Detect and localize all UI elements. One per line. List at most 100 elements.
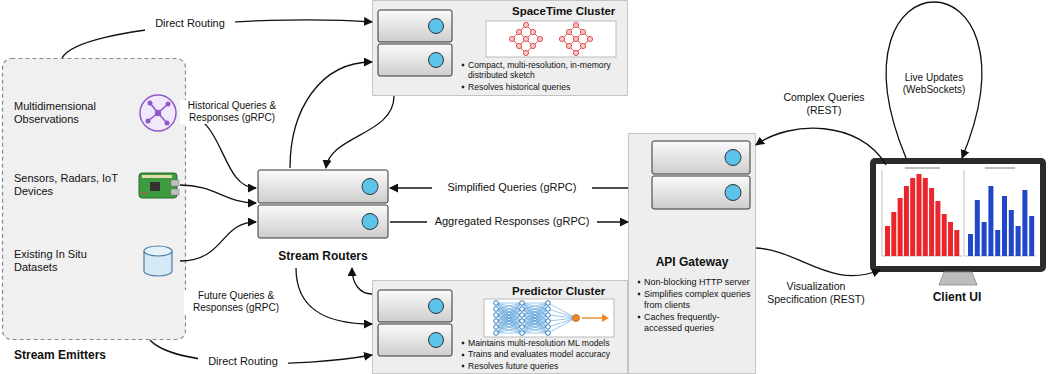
neural-net-icon (496, 327, 522, 333)
neural-net-icon (484, 299, 614, 337)
monitor-icon (891, 212, 896, 256)
bullet-text: Resolves future queries (460, 361, 626, 371)
server-icon (378, 290, 452, 322)
database-icon (144, 246, 172, 256)
neural-net-icon (522, 303, 548, 304)
monitor-icon (1029, 216, 1034, 256)
neural-net-icon (494, 325, 499, 330)
edge-label: Simplified Queries (gRPC) (432, 181, 592, 194)
server-icon (378, 10, 452, 42)
edge-label: Live Updates (WebSockets) (898, 72, 970, 96)
monitor-icon (942, 214, 947, 256)
sketch-graph-icon (486, 21, 616, 57)
emitter-group-outline (3, 59, 186, 340)
connector-arrow (180, 185, 256, 203)
edge-label: Historical Queries & Responses (gRPC) (180, 100, 284, 124)
connector-arrow (180, 222, 256, 261)
neural-net-icon (522, 315, 548, 333)
connector-arrow (886, 2, 981, 158)
monitor-icon (954, 230, 959, 256)
cluster-panel (373, 1, 756, 374)
bullet-text: Compact, multi-resolution, in-memory dis… (460, 60, 626, 81)
neural-net-icon (546, 307, 551, 312)
neural-net-icon (522, 303, 548, 327)
source-item: Multidimensional Observations (8, 88, 180, 138)
sketch-graph-icon (559, 22, 592, 55)
neural-net-icon (522, 309, 548, 333)
node-title: Client UI (866, 290, 1048, 305)
sketch-graph-icon (530, 43, 535, 48)
connector-arrow (756, 248, 880, 276)
sketch-graph-icon (523, 22, 528, 27)
monitor-icon (870, 158, 1046, 272)
neural-net-icon (496, 303, 522, 327)
neural-net-icon (496, 303, 522, 333)
neural-net-icon (496, 309, 522, 333)
network-icon (146, 101, 171, 126)
neural-net-icon (496, 321, 522, 333)
neural-net-icon (496, 303, 522, 315)
sketch-graph-icon (516, 29, 521, 34)
bullet-text: Caches frequently-accessed queries (636, 312, 752, 334)
monitor-icon (904, 186, 909, 256)
node-title: Stream Routers (256, 249, 390, 264)
source-item: Sensors, Radars, IoT Devices (8, 160, 180, 210)
neural-net-icon (546, 325, 551, 330)
neural-net-icon (494, 301, 499, 306)
neural-net-icon (522, 303, 548, 315)
client-monitor: Client UI (866, 155, 1048, 307)
neural-net-icon (496, 303, 522, 315)
edge-label: Visualization Specification (REST) (756, 280, 876, 305)
monitor-icon (885, 174, 1034, 256)
monitor-icon (988, 186, 993, 256)
connector-arrow (296, 268, 372, 324)
server-icon (725, 185, 741, 201)
node-title: Predictor Cluster (512, 284, 626, 298)
neural-net-icon (522, 303, 548, 333)
connector-arrow (352, 268, 372, 294)
monitor-icon (982, 222, 987, 256)
monitor-icon (882, 168, 1036, 256)
neural-net-icon (546, 319, 551, 324)
monitor-icon (975, 200, 980, 256)
monitor-icon (870, 158, 1046, 285)
edge-label: Aggregated Responses (gRPC) (427, 215, 597, 228)
monitor-icon (882, 170, 883, 256)
node-title: Stream Emitters (14, 348, 174, 363)
monitor-icon (1009, 210, 1014, 256)
neural-net-icon (522, 303, 548, 327)
neural-net-icon (548, 318, 576, 333)
neural-net-icon (520, 319, 525, 324)
connector-arrow (326, 96, 394, 168)
source-item: Existing In Situ Datasets (8, 236, 180, 286)
sketch-graph-icon (509, 36, 514, 41)
neural-net-icon (548, 303, 576, 318)
neural-net-icon (522, 333, 548, 334)
neural-net-icon (546, 313, 551, 318)
monitor-icon (876, 164, 1040, 266)
network-icon (148, 103, 168, 123)
monitor-icon (898, 198, 903, 256)
gateway-panel: API GatewayNon-blocking HTTP serverSimpl… (628, 133, 756, 374)
server-icon (429, 333, 444, 348)
neural-net-icon (522, 309, 548, 333)
sketch-graph-icon (509, 22, 542, 55)
monitor-icon (929, 188, 934, 256)
edge-label: Direct Routing (145, 17, 235, 30)
connector-arrow (180, 113, 256, 188)
neural-net-icon (494, 301, 580, 336)
neural-net-icon (548, 315, 576, 318)
emitter-group-outline (3, 59, 186, 340)
router-servers: Stream Routers (256, 168, 390, 264)
neural-net-icon (496, 315, 522, 333)
bullet-text: Maintains multi-resolution ML models (460, 338, 626, 348)
node-title: Existing In Situ Datasets (14, 248, 120, 275)
board-icon (171, 189, 179, 195)
neural-net-icon (496, 303, 576, 333)
monitor-icon (985, 167, 1015, 169)
neural-net-icon (548, 309, 576, 318)
monitor-icon (935, 201, 940, 256)
server-icon (362, 179, 378, 195)
neural-net-icon (494, 313, 499, 318)
neural-net-icon (496, 333, 522, 334)
